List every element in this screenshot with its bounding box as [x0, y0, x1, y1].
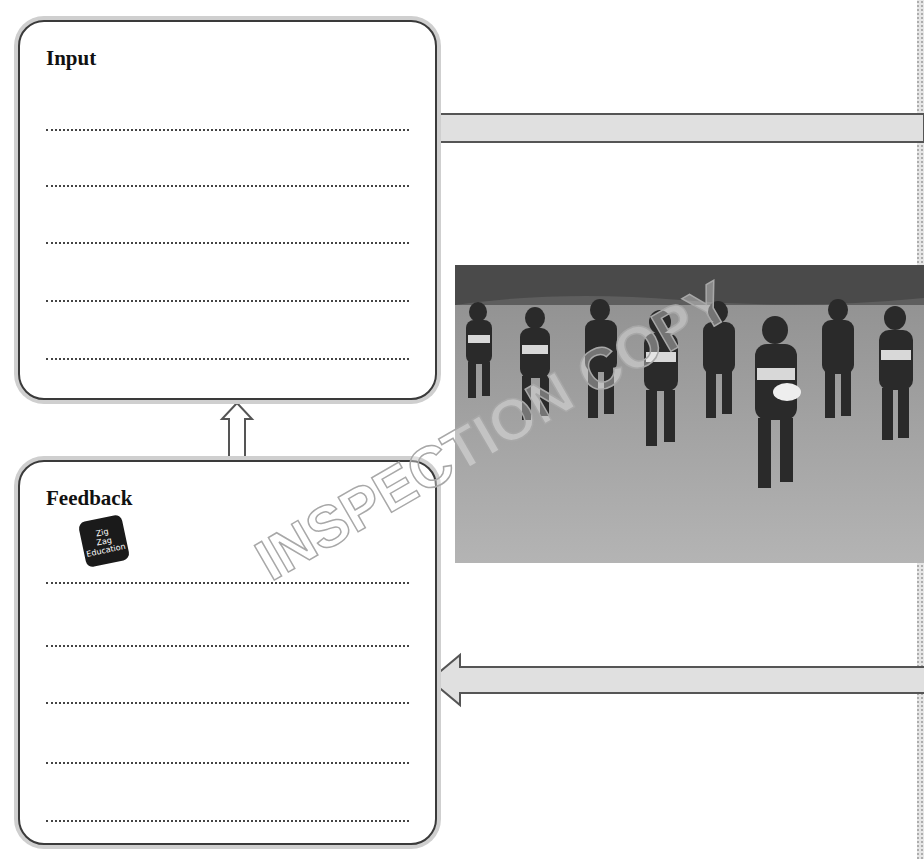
writing-line [46, 185, 409, 187]
writing-line [46, 645, 409, 647]
writing-line [46, 702, 409, 704]
box-heading: Input [46, 46, 96, 71]
worksheet-box: Input [18, 20, 437, 400]
logo-text: Zig Zag Education [82, 524, 127, 559]
writing-line [46, 300, 409, 302]
return-arrow [430, 655, 924, 705]
writing-line [46, 820, 409, 822]
writing-line [46, 358, 409, 360]
box-heading: Feedback [46, 486, 132, 511]
rugby-photo [455, 265, 924, 563]
worksheet-box: Feedback [18, 460, 437, 845]
writing-line [46, 129, 409, 131]
writing-line [46, 582, 409, 584]
writing-line [46, 242, 409, 244]
writing-line [46, 762, 409, 764]
publisher-logo: Zig Zag Education [78, 514, 131, 568]
feedback-arrow [222, 403, 252, 457]
output-arrow-bar [437, 114, 924, 142]
